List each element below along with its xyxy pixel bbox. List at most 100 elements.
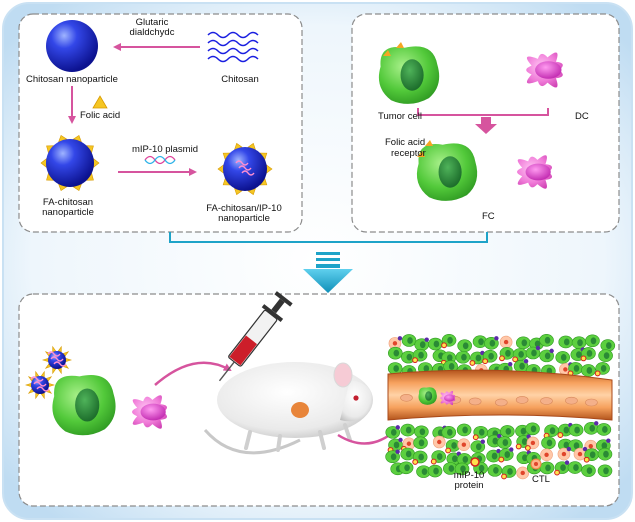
tissue-tumor-nucleus [489,339,496,347]
tissue-tumor-nucleus [407,337,413,344]
fusion-arrow [475,117,497,134]
nanoparticle-dot [566,446,572,452]
tissue-tumor-nucleus [531,349,537,357]
ctl-nucleus [503,339,509,345]
tissue-tumor-nucleus [586,350,593,357]
ctl-nucleus [588,443,593,449]
fa-chitosan-nanoparticle [40,134,100,192]
tissue-tumor-nucleus [493,466,499,474]
folate-receptor [417,151,425,157]
plasmid-cargo [241,170,255,176]
tissue-tumor-nucleus [521,438,528,445]
dc-label: DC [575,111,589,122]
ctl-nucleus [437,439,442,445]
nanoparticle-dot [497,433,502,439]
tissue-tumor-nucleus [577,339,583,347]
fa-chitosan-label: FA-chitosan [42,197,94,208]
ctl-nucleus [406,441,412,446]
ctl-legend-marker [530,458,542,470]
tissue-tumor-nucleus [460,465,466,473]
tumor-tissue [385,333,616,480]
tissue-tumor-nucleus [586,467,593,475]
plasmid-icon [144,155,176,165]
tissue-tumor-nucleus [418,351,424,359]
ip10-protein-dot [498,456,505,463]
nanoparticle-dot [398,437,403,443]
tissue-tumor-nucleus [478,428,485,436]
nanoparticle-dot [582,446,588,452]
tissue-tumor-nucleus [606,342,612,349]
tissue-tumor-nucleus [393,441,400,449]
tissue-tumor-nucleus [560,464,566,472]
ctl-nucleus [392,341,398,346]
ip10-protein-dot [512,356,519,363]
ip10-protein-dot [580,355,587,362]
fusion-cell [416,140,553,201]
blood-cell [468,397,482,406]
protein-legend-marker [470,457,480,467]
tissue-tumor-nucleus [405,450,412,458]
ip10-protein-dot [441,342,447,349]
plasmid-cargo [238,165,252,171]
plasmid-label: mIP-10 plasmid [132,144,198,155]
nanoparticle-core [46,139,94,187]
dendritic-cell [526,52,563,88]
tissue-tumor-nucleus [475,354,482,362]
tissue-tumor-nucleus [505,428,512,435]
blood-cell [400,393,413,402]
tissue-tumor-nucleus [602,426,608,433]
fa-ip10-label: FA-chitosan/IP-10 [206,203,282,214]
ip10-protein-dot [557,432,564,438]
tissue-tumor-nucleus [478,464,485,472]
chitosan-label: Chitosan [221,74,259,85]
tissue-tumor-nucleus [530,425,537,433]
nanoparticle-dot [564,460,570,465]
ip10-protein-dot [412,357,418,364]
dc-nucleus [443,394,455,402]
tumor-nucleus [438,156,462,188]
blood-cell [565,396,578,405]
nanoparticle-dot [395,425,400,430]
tissue-tumor-nucleus [436,453,443,460]
ip10-protein-dot [472,434,479,441]
plasmid-cargo [36,386,50,392]
tissue-tumor-nucleus [390,428,397,436]
folate-receptor [425,140,433,146]
tissue-tumor-nucleus [504,451,511,458]
tissue-tumor-nucleus [393,349,400,357]
tumor-cell-label: Tumor cell [378,111,422,122]
tissue-tumor-nucleus [491,452,498,460]
ip10-protein-dot [594,370,601,377]
tissue-tumor-nucleus [589,451,596,459]
nanoparticle-dot [606,438,611,443]
ip10-protein-dot [430,458,437,465]
tissue-tumor-nucleus [505,349,511,357]
nanoparticle-dot [395,449,400,454]
ip10-protein-dot [515,443,522,450]
tissue-tumor-nucleus [462,456,469,463]
tissue-tumor-nucleus [520,427,527,435]
plasmid-cargo [53,361,67,367]
tissue-tumor-nucleus [549,427,556,435]
nanoparticle-dot [523,359,529,364]
mouse [203,362,373,455]
tissue-tumor-nucleus [448,465,455,472]
fa-chitosan-label-line2: nanoparticle [42,207,94,218]
protein-label-line2: protein [454,480,484,491]
plasmid-cargo [33,381,47,387]
tumor-nucleus [400,59,424,91]
tissue-tumor-nucleus [545,464,551,472]
ctl-nucleus [461,442,467,447]
ctl-nucleus [530,440,536,446]
receptor-label-line2: receptor [391,148,426,159]
ip10-protein-dot [583,456,590,463]
tissue-tumor-nucleus [534,340,541,348]
tissue-tumor-nucleus [589,424,596,432]
flow-arrow [303,252,353,293]
fusion-bracket [417,108,549,116]
tissue-tumor-nucleus [573,365,580,372]
folic-acid-label: Folic acid [80,110,121,121]
treatment-arrow-1 [154,361,232,386]
plasmid-cargo [235,160,249,166]
dc-nucleus [140,403,166,421]
